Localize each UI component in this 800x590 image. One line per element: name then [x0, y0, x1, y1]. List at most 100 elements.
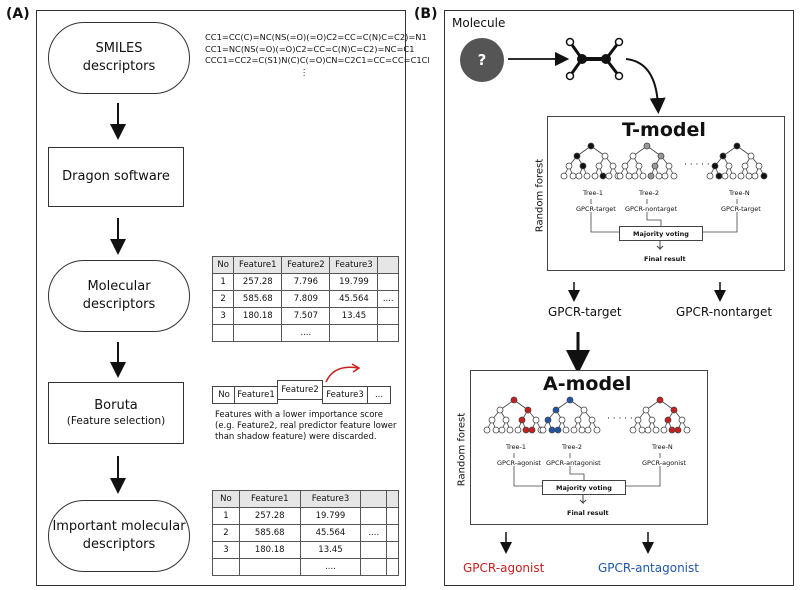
tree-node	[629, 152, 637, 160]
table-row: 1 257.28 19.799	[212, 507, 399, 525]
feature-table-2: No Feature1 Feature3 1 257.28 19.799 2 5…	[212, 490, 399, 576]
smiles-descriptors-label: SMILES descriptors	[82, 41, 156, 74]
table-cell: Feature1	[238, 490, 301, 508]
tree-node	[506, 426, 514, 434]
tree-node	[584, 426, 592, 434]
tree-node	[745, 172, 753, 180]
vote-connector	[624, 471, 661, 487]
tree-node	[621, 162, 629, 170]
t-output-nontarget: GPCR-nontarget	[676, 305, 773, 319]
tree-node	[660, 426, 668, 434]
tree-node	[661, 172, 669, 180]
table-row: ....	[211, 324, 399, 342]
tree-node	[496, 406, 504, 414]
table-cell: Feature3	[299, 490, 362, 508]
t-tree-label: Tree-N	[729, 189, 750, 197]
important-descriptors-box: Important molecular descriptors	[48, 500, 190, 572]
table-cell: ....	[299, 558, 362, 576]
tree-node	[638, 426, 646, 434]
a-class-label: GPCR-antagonist	[546, 459, 601, 467]
t-model-side-label: Random forest	[534, 158, 546, 233]
tree-node	[532, 416, 540, 424]
tree-node	[518, 416, 526, 424]
tree-node	[524, 406, 532, 414]
table-cell	[386, 558, 399, 576]
table-row: 2 585.68 7.809 45.564 ....	[211, 290, 399, 308]
table-cell: ....	[281, 324, 331, 342]
t-output-target: GPCR-target	[548, 305, 622, 319]
boruta-note-line: Features with a lower importance score	[215, 410, 383, 420]
a-output-antagonist: GPCR-antagonist	[598, 561, 699, 575]
table-cell	[377, 324, 399, 342]
panel-b-arrows	[500, 37, 726, 554]
tree-node	[573, 152, 581, 160]
tree-node	[639, 172, 647, 180]
panel-b-label: (B)	[414, 6, 438, 22]
tree-node	[631, 172, 639, 180]
tree-node	[715, 172, 723, 180]
t-final-result: Final result	[644, 255, 686, 263]
to-tmodel-arrow-icon	[625, 58, 666, 114]
tree-node	[601, 152, 609, 160]
tree-node	[755, 162, 763, 170]
feature-strip-more: ...	[367, 386, 391, 404]
tree-node	[591, 172, 599, 180]
tree-node	[655, 172, 663, 180]
tree-node	[729, 172, 737, 180]
a-tree-label: Tree-2	[562, 443, 583, 451]
tree-node	[711, 162, 719, 170]
boruta-note: Features with a lower importance score (…	[215, 410, 397, 443]
molecular-descriptors-box: Molecular descriptors	[48, 260, 190, 332]
molecule-label: Molecule	[452, 16, 506, 30]
tree-node	[643, 142, 651, 150]
panel-a-label: (A)	[6, 6, 30, 22]
a-class-label: GPCR-agonist	[642, 459, 687, 467]
molecule-graph-icon	[565, 37, 624, 81]
tree-node	[580, 406, 588, 414]
tree-node	[678, 416, 686, 424]
tree-node	[552, 406, 560, 414]
tree-node	[566, 396, 574, 404]
tree-node	[644, 426, 652, 434]
table-header-row: No Feature1 Feature3	[212, 490, 399, 508]
smiles-descriptors-box: SMILES descriptors	[48, 22, 190, 94]
t-class-label: GPCR-nontarget	[625, 205, 678, 213]
smiles-line: CC1=NC(NS(=O)(=O)C2=CC=C(N)C=C2)=NC=C1	[205, 43, 415, 54]
tree-node	[593, 426, 601, 434]
table-cell: 3	[211, 307, 235, 325]
t-model-forest	[560, 142, 768, 251]
tree-node	[665, 162, 673, 170]
boruta-box: Boruta (Feature selection)	[48, 382, 184, 444]
table-cell: No	[211, 256, 235, 274]
t-majority-voting: Majority voting	[619, 226, 703, 241]
smiles-line: CC1=CC(C)=NC(NS(=O)(=O)C2=CC=C(N)C=C2)=N…	[205, 32, 427, 42]
table-cell	[233, 324, 283, 342]
tree-node	[539, 426, 547, 434]
a-model-side-label: Random forest	[456, 412, 468, 487]
molecule-circle: ?	[460, 38, 504, 82]
tree-node	[558, 416, 566, 424]
question-icon: ?	[477, 51, 487, 69]
tree-node	[565, 162, 573, 170]
tree-node	[656, 396, 664, 404]
tree-node	[609, 162, 617, 170]
smiles-line: CCC1=CC2=C(S1)N(C)C(=O)CN=C2C1=CC=CC=C1C…	[205, 55, 430, 65]
tree-node	[635, 162, 643, 170]
tree-node	[574, 416, 582, 424]
tree-node	[570, 426, 578, 434]
table-cell	[329, 324, 379, 342]
tree-node	[719, 152, 727, 160]
tree-node	[647, 172, 655, 180]
tree-node	[587, 142, 595, 150]
panel-a-arrows	[110, 103, 126, 494]
feature-table-1: No Feature1 Feature2 Feature3 1 257.28 7…	[211, 256, 399, 342]
table-cell: 7.796	[281, 273, 331, 291]
tree-node	[578, 426, 586, 434]
table-row: ....	[212, 558, 399, 576]
tree-node	[652, 426, 660, 434]
t-model-frame	[547, 116, 785, 271]
t-dots: · · · · ·	[684, 160, 710, 170]
tree-node	[583, 172, 591, 180]
t-class-label: GPCR-target	[721, 205, 761, 213]
tree-node	[625, 172, 633, 180]
